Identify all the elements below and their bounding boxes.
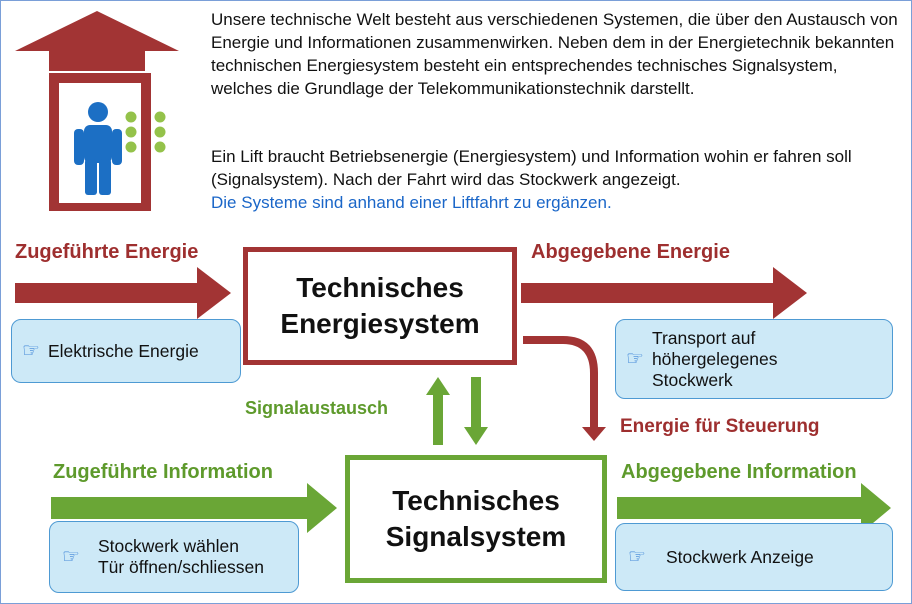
signal-system-title-line2: Signalsystem [385, 521, 567, 552]
delivered-energy-note-line3: Stockwerk [651, 369, 733, 390]
supplied-energy-arrow-icon [15, 267, 231, 319]
intro-paragraph-1: Unsere technische Welt besteht aus versc… [211, 10, 898, 98]
supplied-energy-note: ☞ Elektrische Energie [11, 319, 241, 383]
intro-paragraph-2: Ein Lift braucht Betriebsenergie (Energi… [211, 145, 901, 214]
pointing-hand-icon: ☞ [626, 347, 644, 370]
delivered-energy-note: ☞ Transport auf höhergelegenes Stockwerk [615, 319, 893, 399]
signal-system-box: Technisches Signalsystem [345, 455, 607, 583]
intro-lift-text: Ein Lift braucht Betriebsenergie (Energi… [211, 147, 852, 189]
lift-buttons-icon [125, 111, 166, 153]
pointing-hand-icon: ☞ [62, 545, 80, 568]
pointing-hand-icon: ☞ [22, 339, 40, 362]
supplied-energy-note-text: Elektrische Energie [47, 340, 199, 361]
pointing-hand-icon: ☞ [628, 545, 646, 568]
lift-up-arrow-icon [15, 11, 179, 71]
delivered-energy-label: Abgegebene Energie [531, 241, 730, 263]
energy-system-title-line1: Technisches [296, 272, 464, 303]
supplied-info-note-line2: Tür öffnen/schliessen [97, 557, 264, 577]
control-energy-label: Energie für Steuerung [620, 416, 820, 437]
control-energy-arrow-icon [523, 336, 606, 441]
delivered-info-note: ☞ Stockwerk Anzeige [615, 523, 893, 591]
intro-task-hint: Die Systeme sind anhand einer Liftfahrt … [211, 193, 612, 212]
delivered-info-arrow-icon [617, 483, 891, 533]
energy-system-title-line2: Energiesystem [280, 308, 480, 339]
supplied-info-note-line1: Stockwerk wählen [97, 536, 239, 556]
signal-system-title-line1: Technisches [392, 485, 560, 516]
supplied-info-label: Zugeführte Information [53, 461, 273, 483]
energy-system-box: Technisches Energiesystem [243, 247, 517, 365]
delivered-energy-note-line2: höhergelegenes [651, 348, 778, 369]
delivered-info-label: Abgegebene Information [621, 461, 857, 483]
person-icon [74, 102, 122, 195]
delivered-energy-note-line1: Transport auf [651, 327, 756, 348]
lift-icon [15, 11, 179, 211]
supplied-info-arrow-icon [51, 483, 337, 533]
signal-exchange-label: Signalaustausch [245, 398, 389, 418]
delivered-info-note-text: Stockwerk Anzeige [665, 546, 814, 567]
signal-exchange-down-arrow-icon [464, 377, 488, 445]
supplied-info-note: ☞ Stockwerk wählen Tür öffnen/schliessen [49, 521, 299, 593]
supplied-energy-label: Zugeführte Energie [15, 241, 199, 263]
signal-exchange-up-arrow-icon [426, 377, 450, 445]
delivered-energy-arrow-icon [521, 267, 807, 319]
